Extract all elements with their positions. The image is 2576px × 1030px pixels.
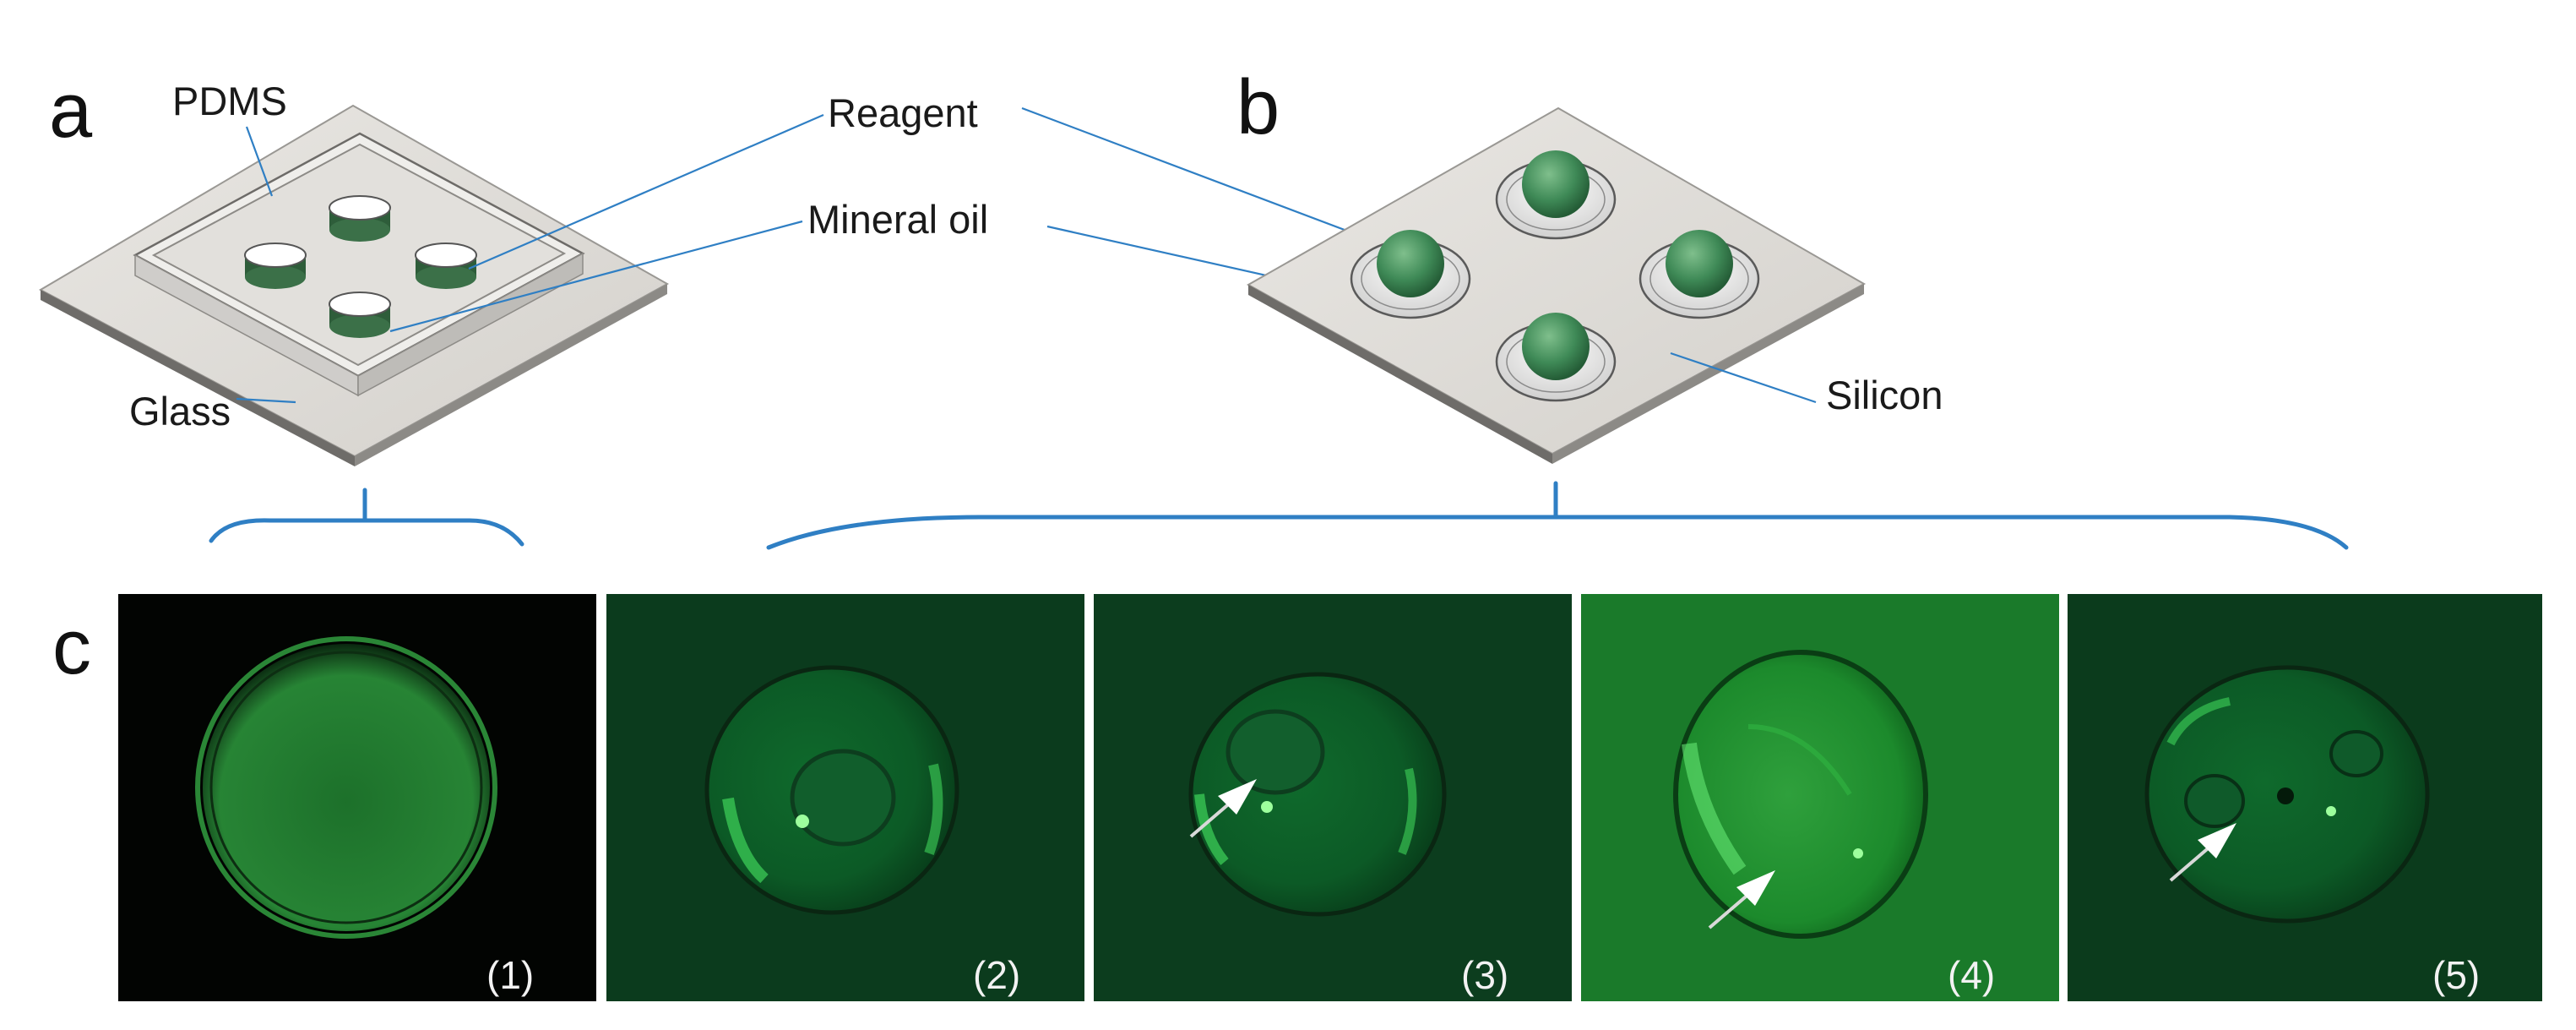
photo-5: (5) bbox=[2068, 594, 2542, 1001]
photo-caption-2: (2) bbox=[973, 953, 1020, 997]
label-reagent: Reagent bbox=[828, 90, 978, 135]
photo-caption-4: (4) bbox=[1948, 953, 1995, 997]
panel-letter-b: b bbox=[1236, 64, 1280, 150]
panel-b: b Silicon bbox=[766, 64, 2349, 550]
photo-caption-5: (5) bbox=[2432, 953, 2480, 997]
panel-c: c (1) (2) bbox=[52, 594, 2542, 1001]
leader-oil-a bbox=[389, 220, 803, 333]
photo-3: (3) bbox=[1094, 594, 1572, 1001]
reagent-disc-bottom bbox=[329, 292, 391, 338]
photo-2: (2) bbox=[606, 594, 1084, 1001]
brace-b bbox=[766, 515, 2349, 550]
droplet-bottom bbox=[1495, 313, 1617, 402]
leader-reagent-b bbox=[1021, 106, 1408, 255]
droplet-right bbox=[1639, 230, 1760, 319]
pdms-frame bbox=[133, 132, 585, 397]
label-mineral-oil: Mineral oil bbox=[807, 197, 988, 242]
leader-pdms bbox=[245, 126, 274, 197]
reagent-disc-left bbox=[244, 243, 307, 289]
panel-letter-c: c bbox=[52, 604, 91, 690]
droplet-top bbox=[1495, 150, 1617, 240]
label-silicon: Silicon bbox=[1826, 373, 1943, 417]
photo-caption-1: (1) bbox=[486, 953, 534, 997]
reagent-disc-right bbox=[415, 243, 477, 289]
leader-glass bbox=[236, 397, 296, 404]
droplet-left bbox=[1350, 230, 1471, 319]
photo-4: (4) bbox=[1581, 594, 2059, 1001]
label-pdms: PDMS bbox=[172, 79, 287, 123]
panel-letter-a: a bbox=[49, 68, 93, 154]
photo-caption-3: (3) bbox=[1461, 953, 1508, 997]
brace-a bbox=[209, 518, 524, 547]
label-glass: Glass bbox=[129, 389, 231, 433]
leader-silicon bbox=[1670, 352, 1817, 404]
photo-1: (1) bbox=[118, 594, 596, 1001]
shared-labels: Reagent Mineral oil bbox=[389, 90, 1408, 333]
reagent-disc-top bbox=[329, 195, 391, 242]
leader-reagent-a bbox=[468, 113, 824, 270]
panel-a: a bbox=[38, 68, 670, 547]
